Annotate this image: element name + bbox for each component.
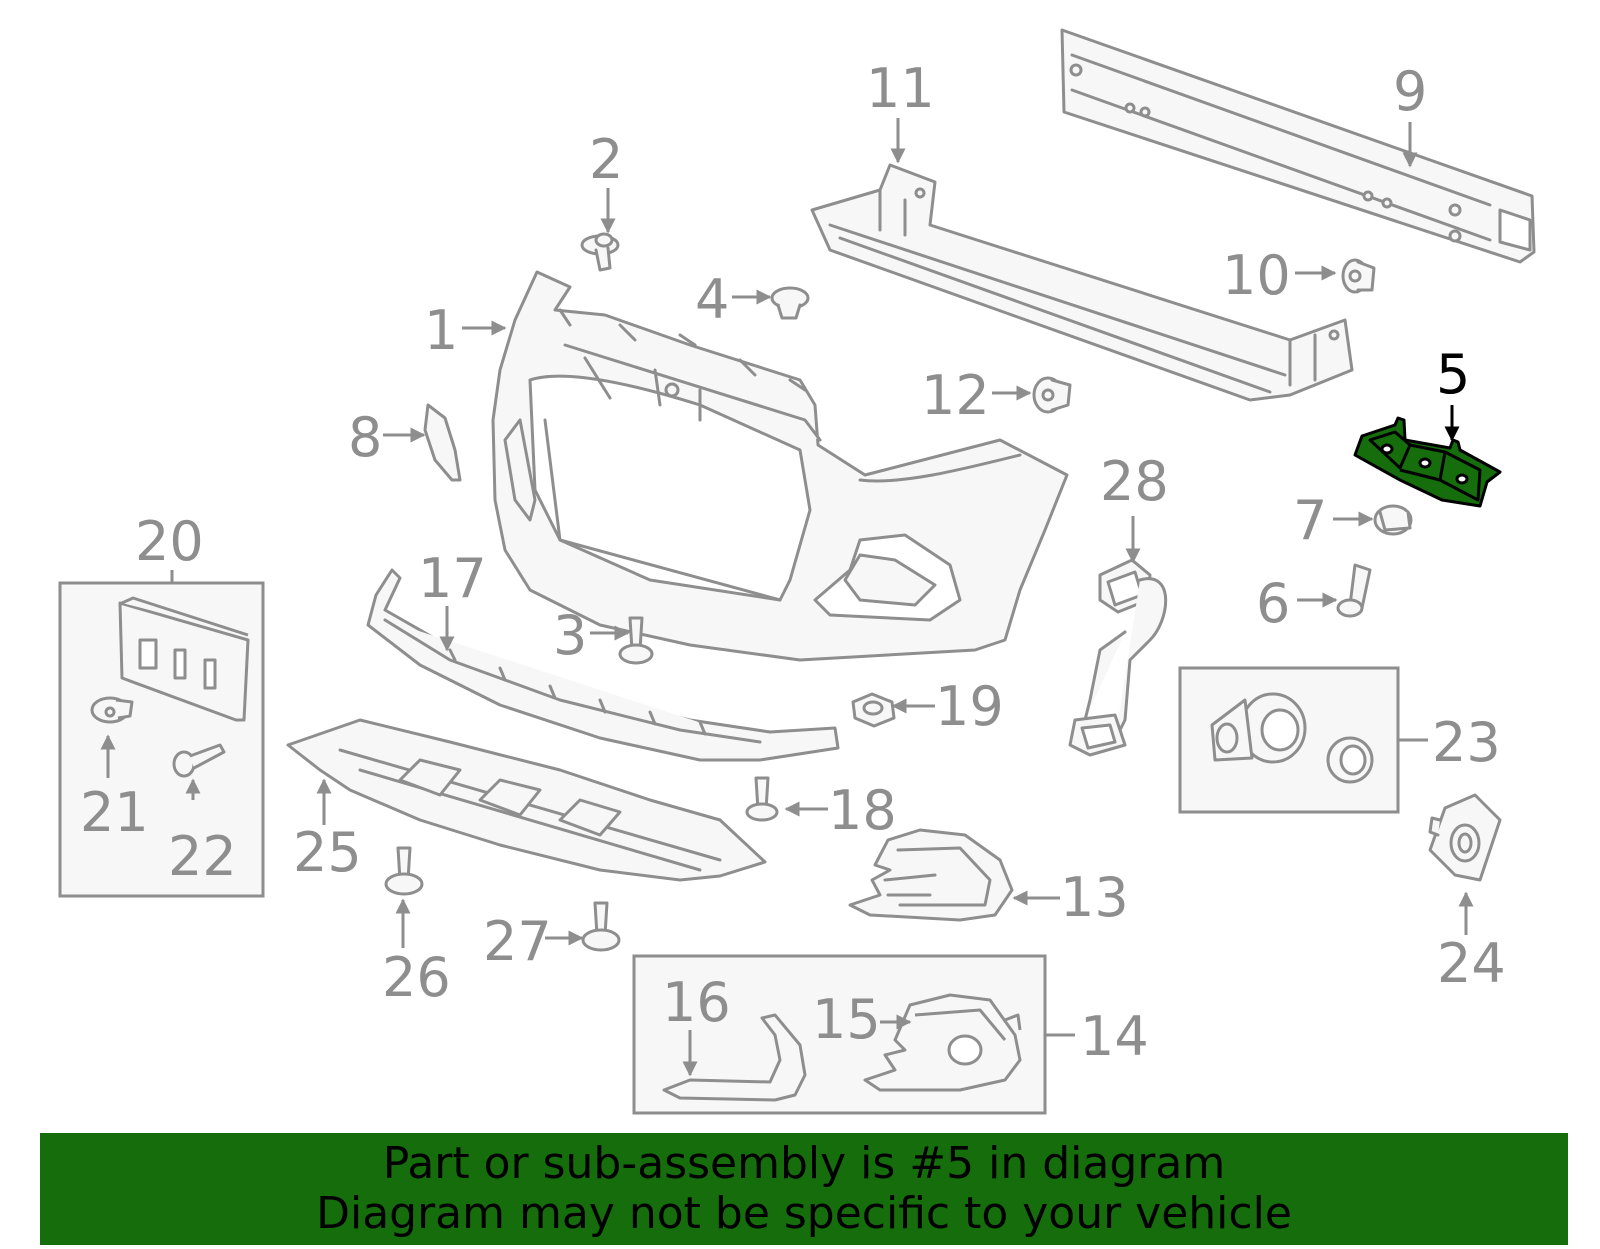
part-19-nut: [851, 692, 896, 728]
part-5-bracket-highlighted: [1353, 416, 1502, 508]
callout-1: 1: [424, 299, 459, 362]
callout-10: 10: [1222, 244, 1291, 307]
callout-15: 15: [812, 988, 881, 1051]
callout-28: 28: [1100, 450, 1169, 513]
callout-14: 14: [1080, 1005, 1149, 1068]
callout-13: 13: [1060, 866, 1129, 929]
part-17-lower-trim: [366, 568, 840, 762]
part-4-clip: [770, 286, 810, 320]
callout-3: 3: [553, 604, 588, 667]
callout-6: 6: [1256, 572, 1291, 635]
part-22-screw: [172, 743, 226, 778]
part-6-bolt: [1336, 563, 1372, 618]
part-11-energy-absorber: [810, 163, 1354, 402]
callout-11: 11: [866, 57, 935, 120]
callout-21: 21: [80, 781, 149, 844]
callout-19: 19: [935, 675, 1004, 738]
callout-7: 7: [1293, 489, 1328, 552]
part-26-bolt: [384, 846, 424, 896]
callout-18: 18: [828, 779, 897, 842]
callout-26: 26: [382, 946, 451, 1009]
callout-12: 12: [921, 364, 990, 427]
part-8-bracket: [423, 403, 462, 482]
callout-23: 23: [1432, 711, 1501, 774]
part-24-sensor-bracket: [1428, 793, 1502, 882]
callout-4: 4: [695, 268, 730, 331]
part-21-screw: [90, 696, 134, 724]
callout-24: 24: [1437, 932, 1506, 995]
banner-line-1: Part or sub-assembly is #5 in diagram: [382, 1138, 1226, 1189]
callout-16: 16: [662, 971, 731, 1034]
callout-8: 8: [348, 406, 383, 469]
callout-17: 17: [418, 547, 487, 610]
callout-25: 25: [293, 821, 362, 884]
callout-20: 20: [135, 510, 204, 573]
part-18-bolt: [745, 776, 779, 822]
part-13-fog-bezel: [848, 828, 1014, 922]
callout-5: 5: [1436, 343, 1471, 406]
callout-22: 22: [168, 825, 237, 888]
part-15-fog-bezel: [863, 993, 1022, 1092]
part-9-impact-bar: [1060, 28, 1536, 264]
part-3-bolt: [618, 616, 654, 665]
part-12-nut: [1032, 376, 1072, 414]
part-20-license-bracket: [118, 596, 250, 722]
callout-27: 27: [483, 910, 552, 973]
info-banner: Part or sub-assembly is #5 in diagram Di…: [40, 1133, 1568, 1245]
part-2-clip: [580, 232, 620, 272]
banner-line-2: Diagram may not be specific to your vehi…: [316, 1188, 1292, 1239]
callout-9: 9: [1393, 60, 1428, 123]
part-16-trim: [662, 1013, 807, 1102]
part-25-splash-shield: [286, 718, 767, 882]
part-1-bumper-cover: [491, 270, 1069, 662]
callout-2: 2: [589, 128, 624, 191]
part-10-nut: [1341, 258, 1376, 294]
part-7-plug: [1373, 504, 1413, 536]
part-27-bolt: [581, 901, 621, 952]
part-23-sensor: [1210, 692, 1374, 784]
part-28-harness: [1068, 558, 1168, 757]
